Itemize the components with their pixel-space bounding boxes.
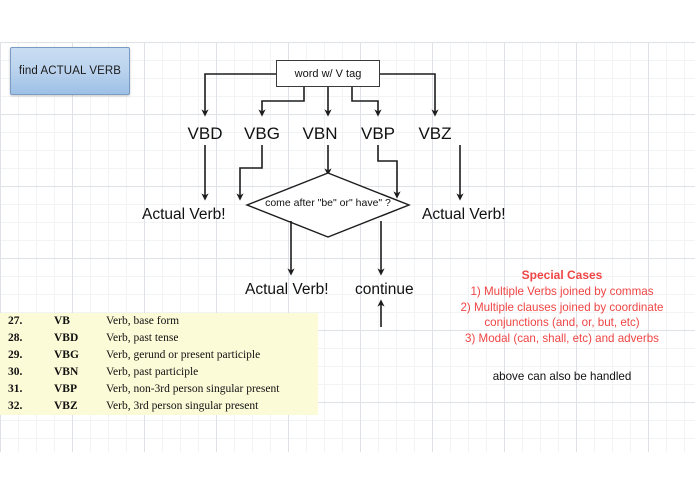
row-number: 30.	[0, 364, 46, 381]
table-row: 30. VBN Verb, past participle	[0, 364, 318, 381]
row-tag: VBG	[46, 347, 100, 364]
special-cases-line-4: 3) Modal (can, shall, etc) and adverbs	[465, 331, 659, 345]
special-cases-note: Special Cases 1) Multiple Verbs joined b…	[432, 268, 692, 346]
special-cases-line-2: 2) Multiple clauses joined by coordinate	[460, 300, 664, 314]
tag-label-vbp: VBP	[360, 124, 396, 143]
special-cases-line-3: conjunctions (and, or, but, etc)	[484, 316, 640, 330]
row-description: Verb, past tense	[100, 330, 318, 347]
row-number: 32.	[0, 398, 46, 415]
row-tag: VBN	[46, 364, 100, 381]
row-description: Verb, 3rd person singular present	[100, 398, 318, 415]
process-box-word-with-v-tag[interactable]: word w/ V tag	[276, 60, 380, 87]
row-tag: VBZ	[46, 398, 100, 415]
table-row: 27. VB Verb, base form	[0, 313, 318, 330]
terminal-actual-verb-left: Actual Verb!	[142, 206, 226, 223]
terminal-actual-verb-bottom: Actual Verb!	[245, 281, 329, 298]
table-row: 28. VBD Verb, past tense	[0, 330, 318, 347]
penn-tag-table: 27. VB Verb, base form 28. VBD Verb, pas…	[0, 313, 318, 415]
row-description: Verb, past participle	[100, 364, 318, 381]
table-row: 31. VBP Verb, non-3rd person singular pr…	[0, 381, 318, 398]
terminal-continue: continue	[355, 281, 414, 298]
row-tag: VBP	[46, 381, 100, 398]
table-row: 29. VBG Verb, gerund or present particip…	[0, 347, 318, 364]
row-number: 28.	[0, 330, 46, 347]
handled-note: above can also be handled	[492, 370, 632, 383]
tag-label-vbd: VBD	[187, 124, 223, 143]
row-description: Verb, non-3rd person singular present	[100, 381, 318, 398]
tag-label-vbg: VBG	[244, 124, 280, 143]
start-box[interactable]: find ACTUAL VERB	[10, 47, 130, 95]
decision-diamond-label: come after "be" or" have" ?	[265, 197, 391, 209]
row-tag: VBD	[46, 330, 100, 347]
special-cases-line-1: 1) Multiple Verbs joined by commas	[470, 285, 654, 299]
row-description: Verb, base form	[100, 313, 318, 330]
special-cases-title: Special Cases	[521, 268, 603, 282]
table-row: 32. VBZ Verb, 3rd person singular presen…	[0, 398, 318, 415]
row-number: 31.	[0, 381, 46, 398]
row-number: 27.	[0, 313, 46, 330]
tag-label-vbz: VBZ	[418, 124, 452, 143]
terminal-actual-verb-right: Actual Verb!	[422, 206, 506, 223]
tag-label-vbn: VBN	[302, 124, 338, 143]
row-number: 29.	[0, 347, 46, 364]
row-tag: VB	[46, 313, 100, 330]
row-description: Verb, gerund or present participle	[100, 347, 318, 364]
